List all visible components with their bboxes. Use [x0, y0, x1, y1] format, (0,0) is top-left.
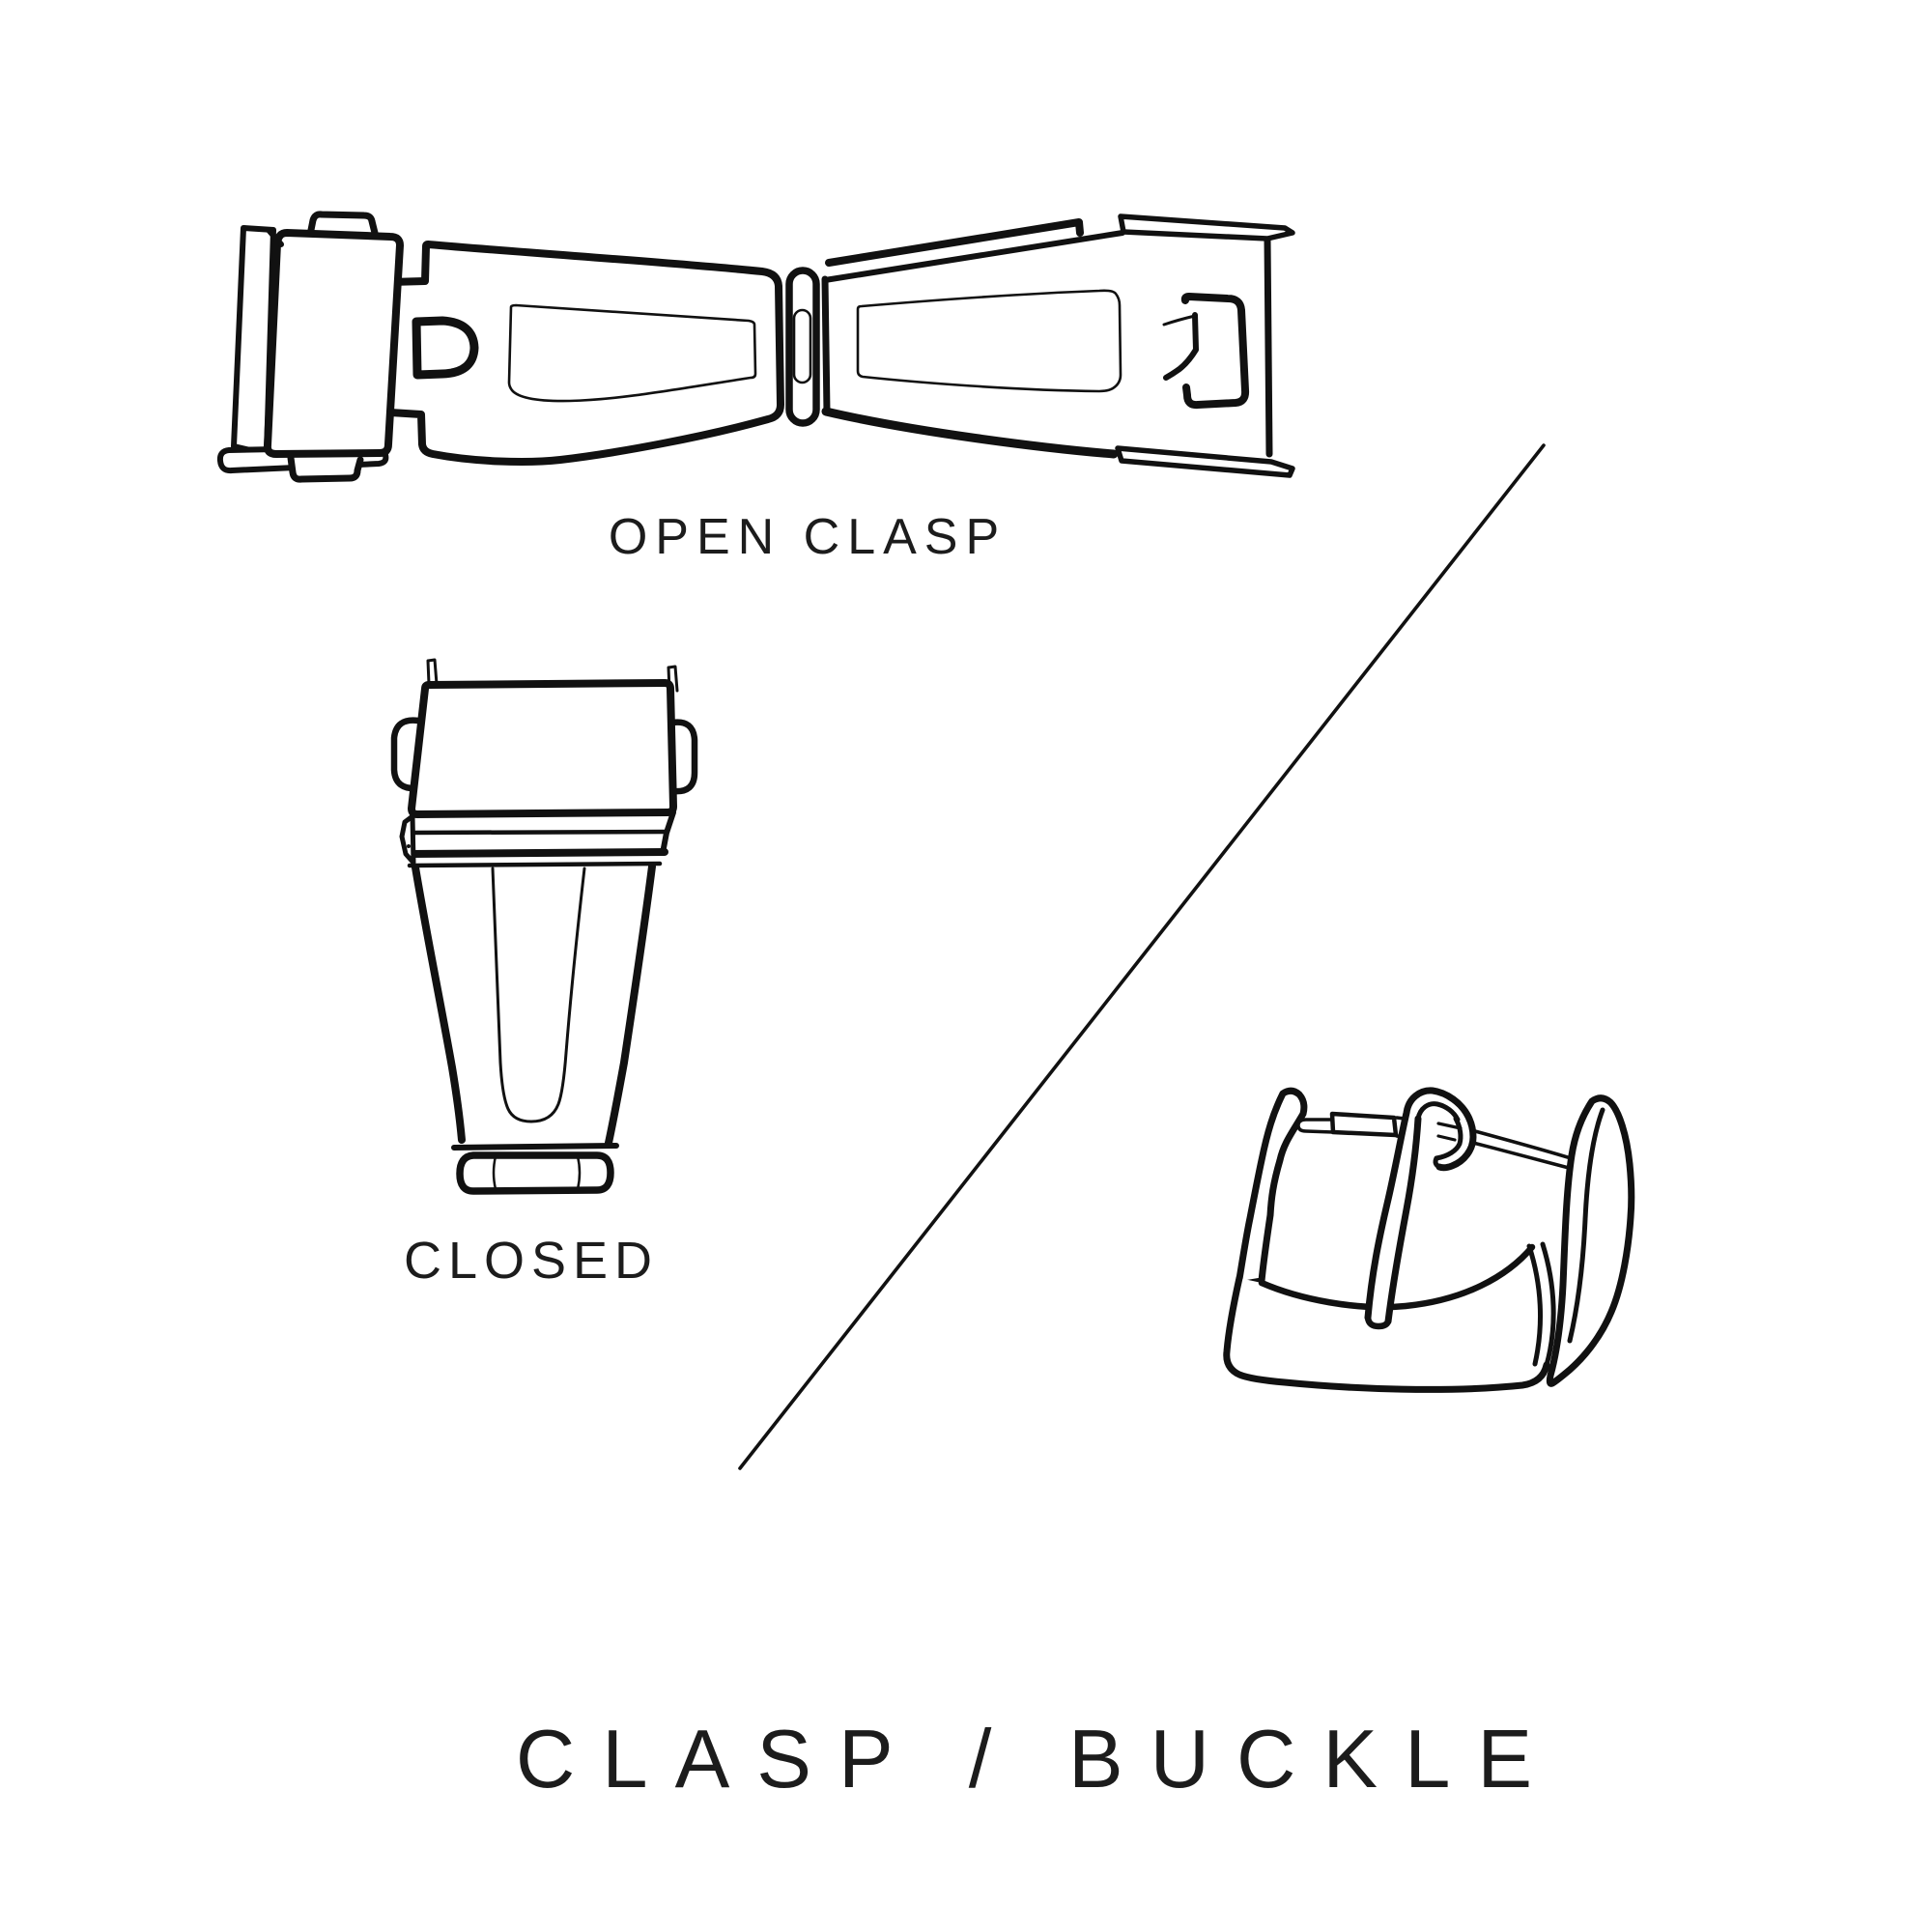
svg-text:CLOSED: CLOSED [404, 1232, 659, 1290]
svg-text:OPEN CLASP: OPEN CLASP [609, 509, 1007, 565]
svg-text:CLASP / BUCKLE: CLASP / BUCKLE [516, 1714, 1559, 1805]
